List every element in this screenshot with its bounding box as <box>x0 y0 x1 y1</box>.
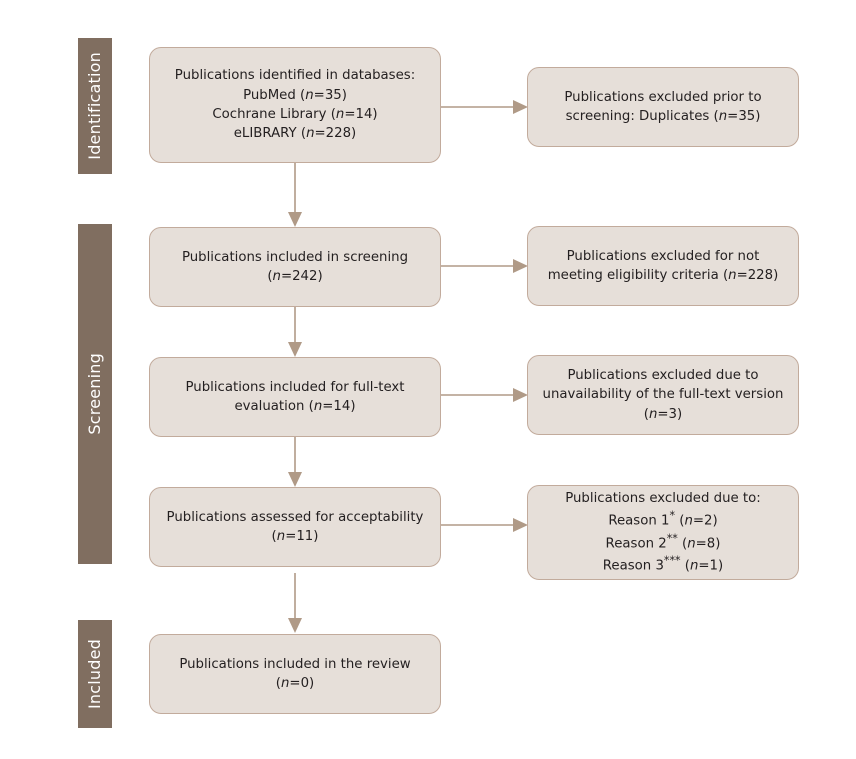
flow-box-excluded-reasons-text: Publications excluded due to:Reason 1* (… <box>565 490 761 574</box>
flow-box-excluded-reasons: Publications excluded due to:Reason 1* (… <box>527 485 799 580</box>
flow-box-screened: Publications included in screening(n=242… <box>149 227 441 307</box>
stage-bar-screening: Screening <box>78 224 112 564</box>
flow-box-screened-text: Publications included in screening(n=242… <box>181 249 409 284</box>
flow-box-included-text: Publications included in the review(n=0) <box>179 656 411 691</box>
flow-box-acceptability-text: Publications assessed for acceptability(… <box>166 509 424 544</box>
flow-box-acceptability: Publications assessed for acceptability(… <box>149 487 441 567</box>
flow-box-identified: Publications identified in databases:Pub… <box>149 47 441 163</box>
flow-box-identified-text: Publications identified in databases:Pub… <box>174 68 416 142</box>
flow-box-included: Publications included in the review(n=0) <box>149 634 441 714</box>
stage-bar-identification: Identification <box>78 38 112 174</box>
stage-bar-included: Included <box>78 620 112 728</box>
